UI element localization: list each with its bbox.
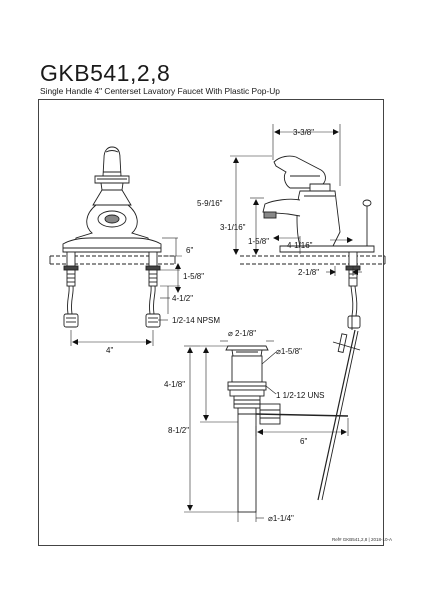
front-dimensions — [70, 237, 182, 346]
side-dimensions — [230, 124, 362, 276]
side-dim-1-5-8: 1-5/8" — [248, 237, 269, 246]
side-view — [230, 124, 386, 329]
side-dim-5-9-16: 5-9/16" — [197, 199, 223, 208]
front-dim-6: 6" — [186, 246, 193, 255]
front-shank-left — [63, 251, 79, 328]
drawing-border — [38, 99, 384, 546]
popup-dim-uns: 1 1/2-12 UNS — [276, 391, 324, 400]
side-dim-4-1-16: 4-1/16" — [287, 241, 313, 250]
front-dim-4: 4" — [106, 346, 113, 355]
side-dim-3-1-16: 3-1/16" — [220, 223, 246, 232]
popup-dim-dia-1-1-4: ⌀1-1/4" — [268, 514, 294, 523]
front-shank-right — [145, 251, 161, 328]
front-dim-1-5-8: 1-5/8" — [183, 272, 204, 281]
side-dim-3-3-8: 3-3/8" — [293, 128, 314, 137]
front-dim-4-1-2: 4-1/2" — [172, 294, 193, 303]
model-description: Single Handle 4" Centerset Lavatory Fauc… — [40, 86, 280, 96]
side-handle — [273, 155, 331, 192]
front-deckplate — [62, 237, 162, 253]
popup-pivot-rod — [255, 413, 349, 417]
side-deck — [240, 245, 386, 265]
popup-tailpiece — [237, 407, 257, 513]
drawing-reference: Ref# GKB541,2,8 | 2018-10-A — [332, 537, 392, 542]
front-collar — [94, 175, 130, 191]
popup-flange — [225, 345, 269, 357]
side-popup-rod — [362, 199, 372, 246]
front-handle — [102, 146, 122, 177]
front-dim-npsm: 1/2-14 NPSM — [172, 316, 220, 325]
popup-lift-rod — [317, 316, 361, 501]
side-spout — [262, 198, 301, 219]
side-shank — [345, 251, 361, 329]
popup-dim-dia-2-1-8: ⌀ 2-1/8" — [228, 329, 256, 338]
model-title: GKB541,2,8 — [40, 60, 171, 86]
popup-dim-6: 6" — [300, 437, 307, 446]
side-dim-2-1-8: 2-1/8" — [298, 268, 319, 277]
popup-dimensions — [184, 340, 349, 522]
popup-dim-dia-1-5-8: ⌀1-5/8" — [276, 347, 302, 356]
popup-view — [184, 316, 361, 522]
popup-dim-4-1-8: 4-1/8" — [164, 380, 185, 389]
side-body — [296, 190, 341, 247]
popup-body — [227, 355, 267, 409]
front-body — [73, 189, 151, 249]
front-view — [49, 146, 182, 346]
popup-dim-8-1-2: 8-1/2" — [168, 426, 189, 435]
